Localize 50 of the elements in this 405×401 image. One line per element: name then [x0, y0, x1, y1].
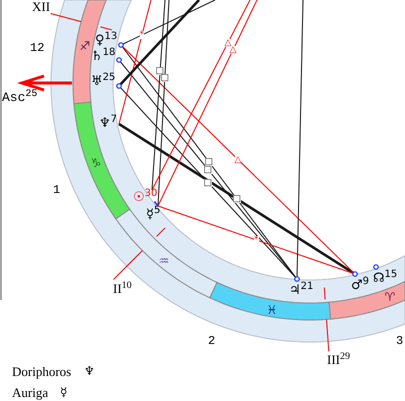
zodiac-sign-symbol: ♐ [80, 40, 90, 52]
aspect-label: * [254, 236, 258, 244]
aspect-line [120, 44, 356, 274]
aspect-line [158, 0, 170, 206]
fixed-star-name: Auriga [12, 385, 48, 401]
house-cusp-line [50, 13, 82, 22]
house-cusp-label: XII [32, 0, 50, 13]
aspect-line [152, 0, 250, 190]
fixed-star-name: Doriphoros [12, 364, 72, 380]
planet-label: ☉$^{30}$ [133, 190, 158, 205]
house-cusp-label: III$^{29}$ [327, 352, 350, 368]
aspect-line [158, 206, 356, 274]
aspect-label: □ [156, 67, 164, 75]
house-number: 1 [53, 183, 60, 198]
aspect-line [158, 0, 258, 206]
aspect-line [152, 0, 166, 190]
aspect-line [118, 0, 152, 124]
zodiac-band-segment [208, 281, 332, 321]
house-cusp-line [326, 318, 330, 352]
zodiac-band-segment [72, 101, 131, 220]
house-number: 2 [208, 334, 216, 349]
ascendant-label: Asc$^{25}$ [2, 90, 38, 106]
aspect-line [120, 0, 216, 46]
planet-label: ♃$^{21}$ [289, 283, 314, 298]
planet-label: ☊$^{15}$ [373, 271, 398, 286]
aspect-label: □ [204, 178, 212, 186]
aspect-label: △ [224, 39, 232, 47]
zodiac-sign-symbol: ♓ [266, 304, 278, 316]
house-number: 12 [30, 41, 44, 56]
planet-label: ☿$^{5}$ [146, 207, 160, 222]
planet-symbol: ☿ [60, 385, 68, 400]
house-cusp-label: II$^{10}$ [113, 281, 132, 297]
zodiac-sign-symbol: ♈ [384, 290, 396, 304]
planet-label: ♆$^{7}$ [99, 116, 118, 131]
planet-label: ♄$^{18}$ [91, 49, 116, 64]
zodiac-sign-symbol: ♒ [158, 254, 170, 268]
aspect-label: □ [160, 74, 170, 82]
house-number: 3 [396, 334, 404, 349]
zodiac-sign-symbol: ♑ [90, 156, 102, 170]
aspect-label: * [140, 31, 144, 39]
planet-label: ♅$^{25}$ [91, 74, 116, 89]
aspect-label: □ [232, 195, 242, 203]
planet-label: ♀$^{13}$ [95, 33, 118, 48]
aspect-label: △ [230, 46, 236, 54]
planet-symbol: ♆ [84, 364, 95, 379]
aspect-line [118, 0, 200, 87]
aspect-label: △ [234, 156, 242, 164]
planet-label: ♂$^{9}$ [351, 278, 370, 293]
house-cusp-line [112, 250, 143, 280]
aspect-label: □ [204, 158, 214, 166]
